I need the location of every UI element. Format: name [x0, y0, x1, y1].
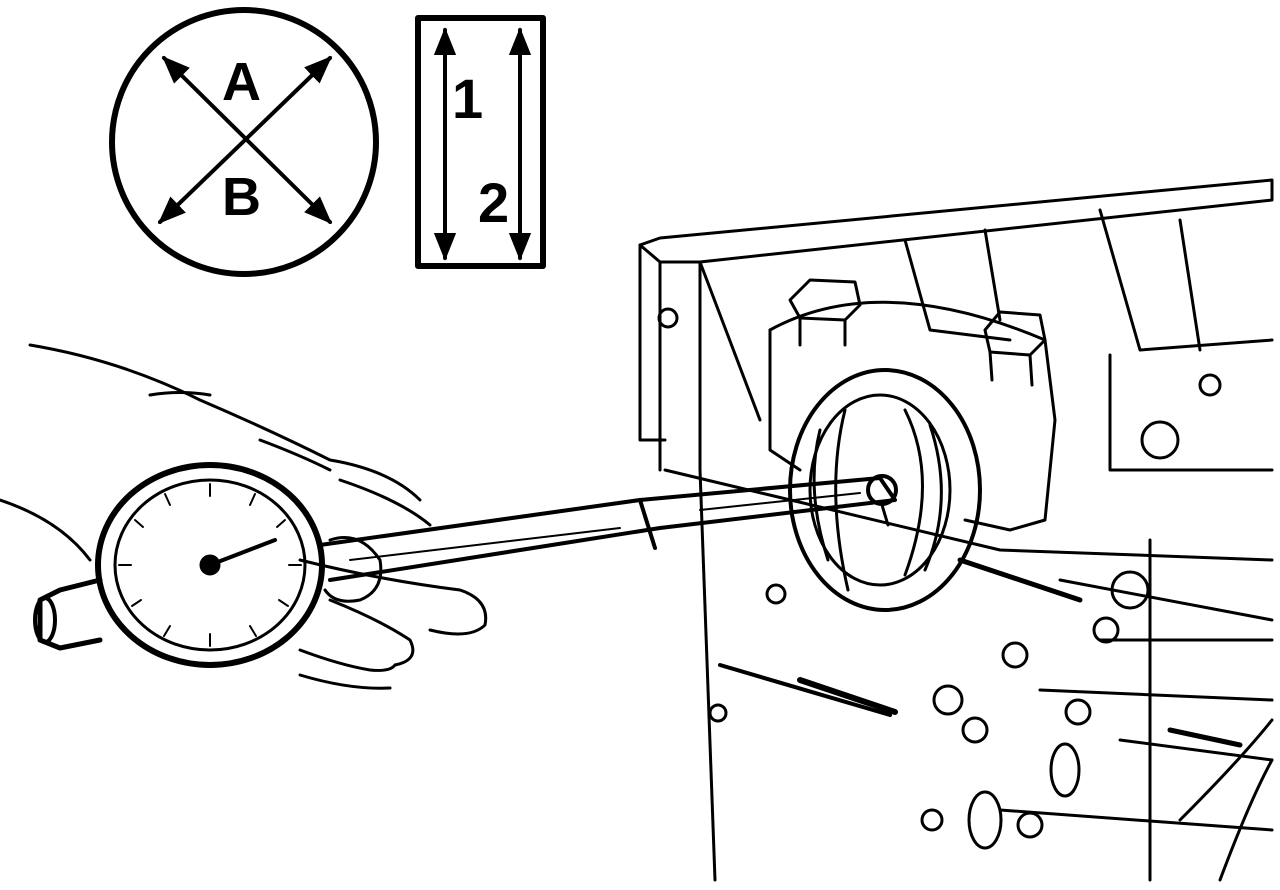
- bore-circle: [109, 7, 379, 277]
- diameter-inset: A B: [109, 7, 379, 277]
- label-2: 2: [478, 171, 509, 234]
- bore-gauge-illustration: [0, 343, 898, 690]
- label-b: B: [222, 167, 261, 227]
- depth-frame: [415, 15, 546, 269]
- dial-needle: [208, 538, 277, 567]
- depth-inset: 1 2: [415, 15, 546, 269]
- label-1: 1: [452, 67, 483, 130]
- dial-face: [95, 462, 325, 668]
- diagonal-arrow-b: [157, 56, 333, 224]
- engine-block-illustration: [638, 178, 1274, 882]
- label-a: A: [222, 52, 261, 112]
